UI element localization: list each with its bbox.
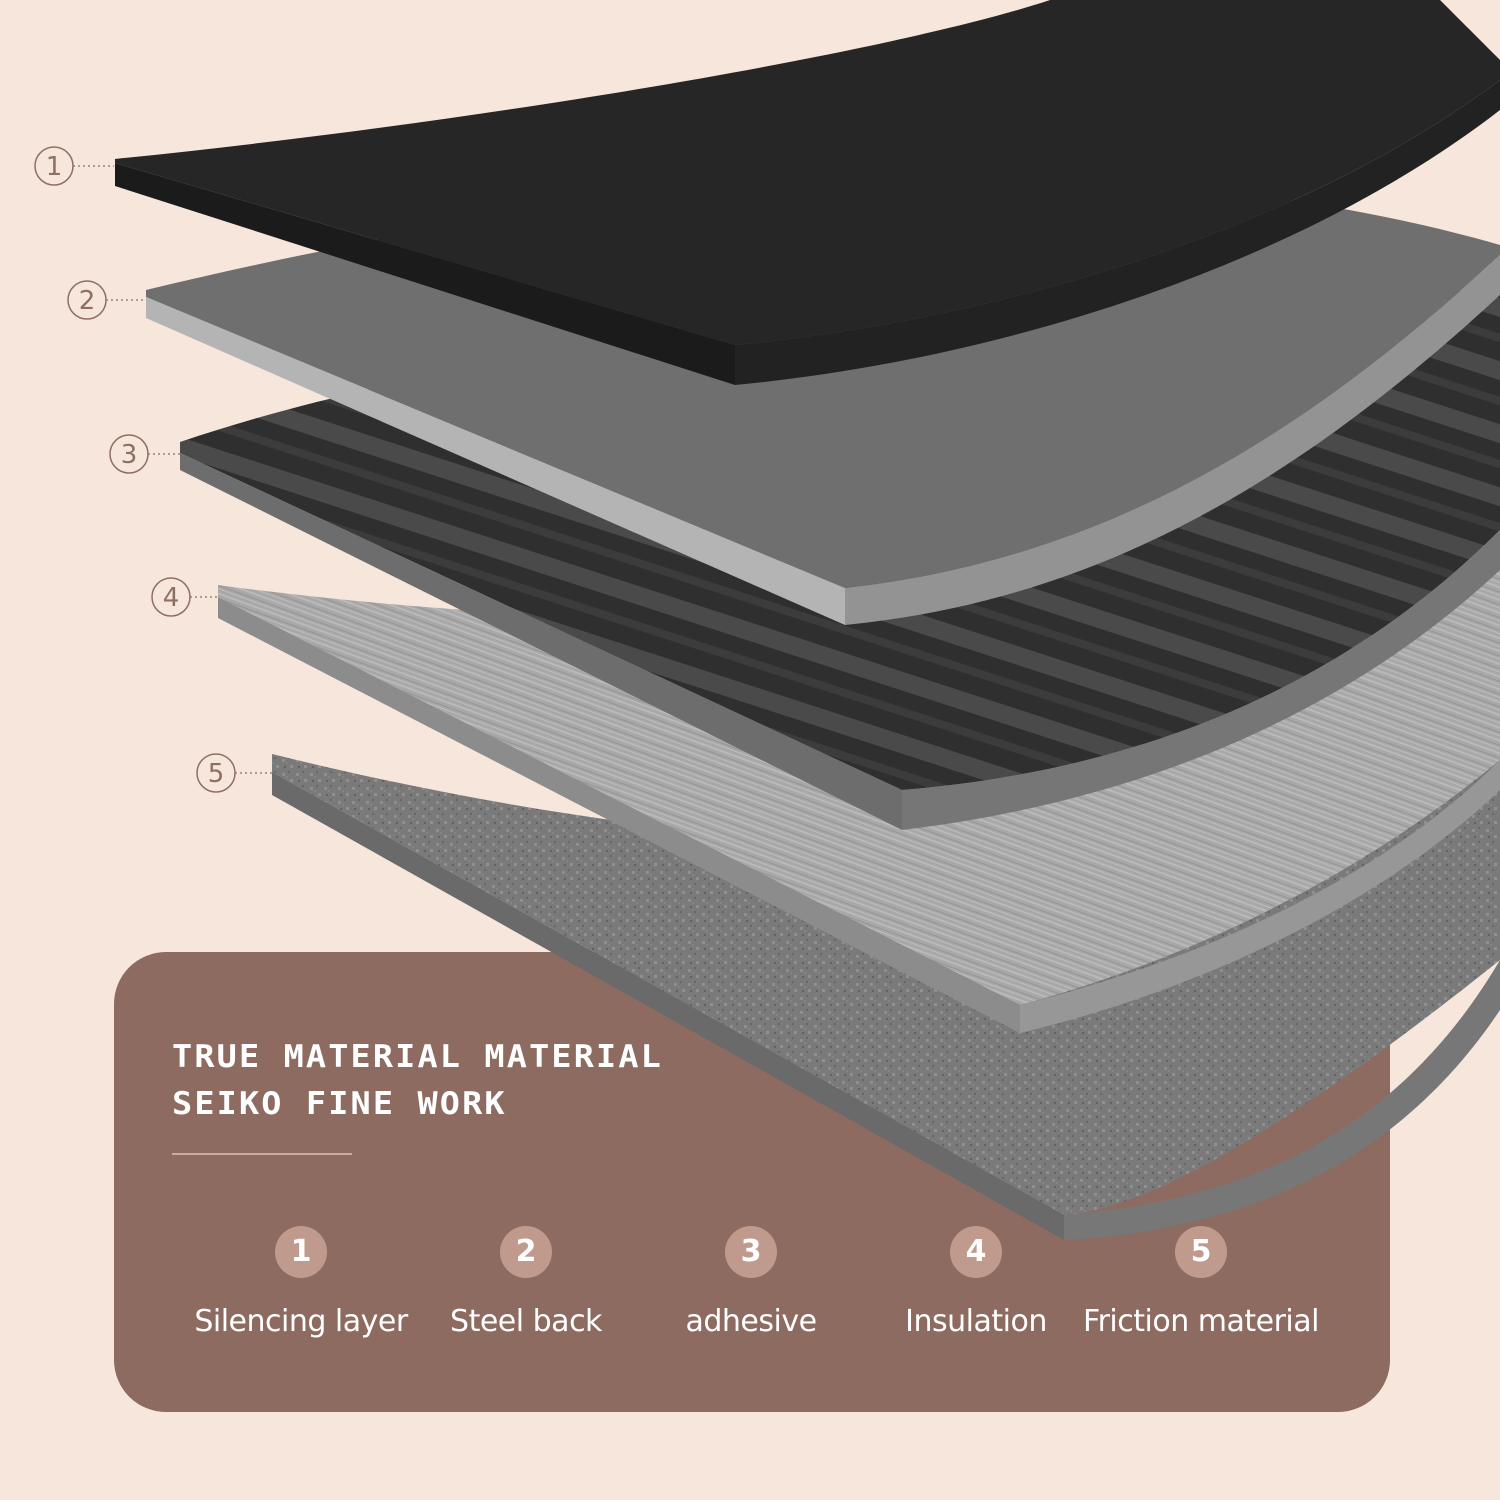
legend-badge: 2 xyxy=(500,1226,552,1278)
callout-3: 3 xyxy=(110,435,180,473)
legend-item-insulation: 4 Insulation xyxy=(856,1226,1096,1339)
svg-text:5: 5 xyxy=(208,759,225,789)
callout-4: 4 xyxy=(152,578,218,616)
headline-line-1: TRUE MATERIAL MATERIAL xyxy=(172,1034,663,1081)
legend-item-steel-back: 2 Steel back xyxy=(406,1226,646,1339)
callout-5: 5 xyxy=(197,754,272,792)
svg-text:3: 3 xyxy=(121,440,138,470)
legend-badge: 3 xyxy=(725,1226,777,1278)
headline-line-2: SEIKO FINE WORK xyxy=(172,1081,663,1128)
legend-item-adhesive: 3 adhesive xyxy=(631,1226,871,1339)
legend-label: Insulation xyxy=(856,1304,1096,1339)
legend-item-silencing-layer: 1 Silencing layer xyxy=(181,1226,421,1339)
svg-text:4: 4 xyxy=(163,583,180,613)
callout-2: 2 xyxy=(68,281,146,319)
legend-label: Steel back xyxy=(406,1304,646,1339)
headline: TRUE MATERIAL MATERIAL SEIKO FINE WORK xyxy=(172,1034,627,1128)
legend-label: Friction material xyxy=(1081,1304,1321,1339)
divider xyxy=(172,1153,352,1155)
legend-badge: 1 xyxy=(275,1226,327,1278)
legend-label: adhesive xyxy=(631,1304,871,1339)
legend-label: Silencing layer xyxy=(181,1304,421,1339)
callout-1: 1 xyxy=(35,147,114,185)
svg-text:2: 2 xyxy=(79,286,96,316)
legend-item-friction-material: 5 Friction material xyxy=(1081,1226,1321,1339)
svg-text:1: 1 xyxy=(46,152,63,182)
legend-badge: 5 xyxy=(1175,1226,1227,1278)
legend-badge: 4 xyxy=(950,1226,1002,1278)
